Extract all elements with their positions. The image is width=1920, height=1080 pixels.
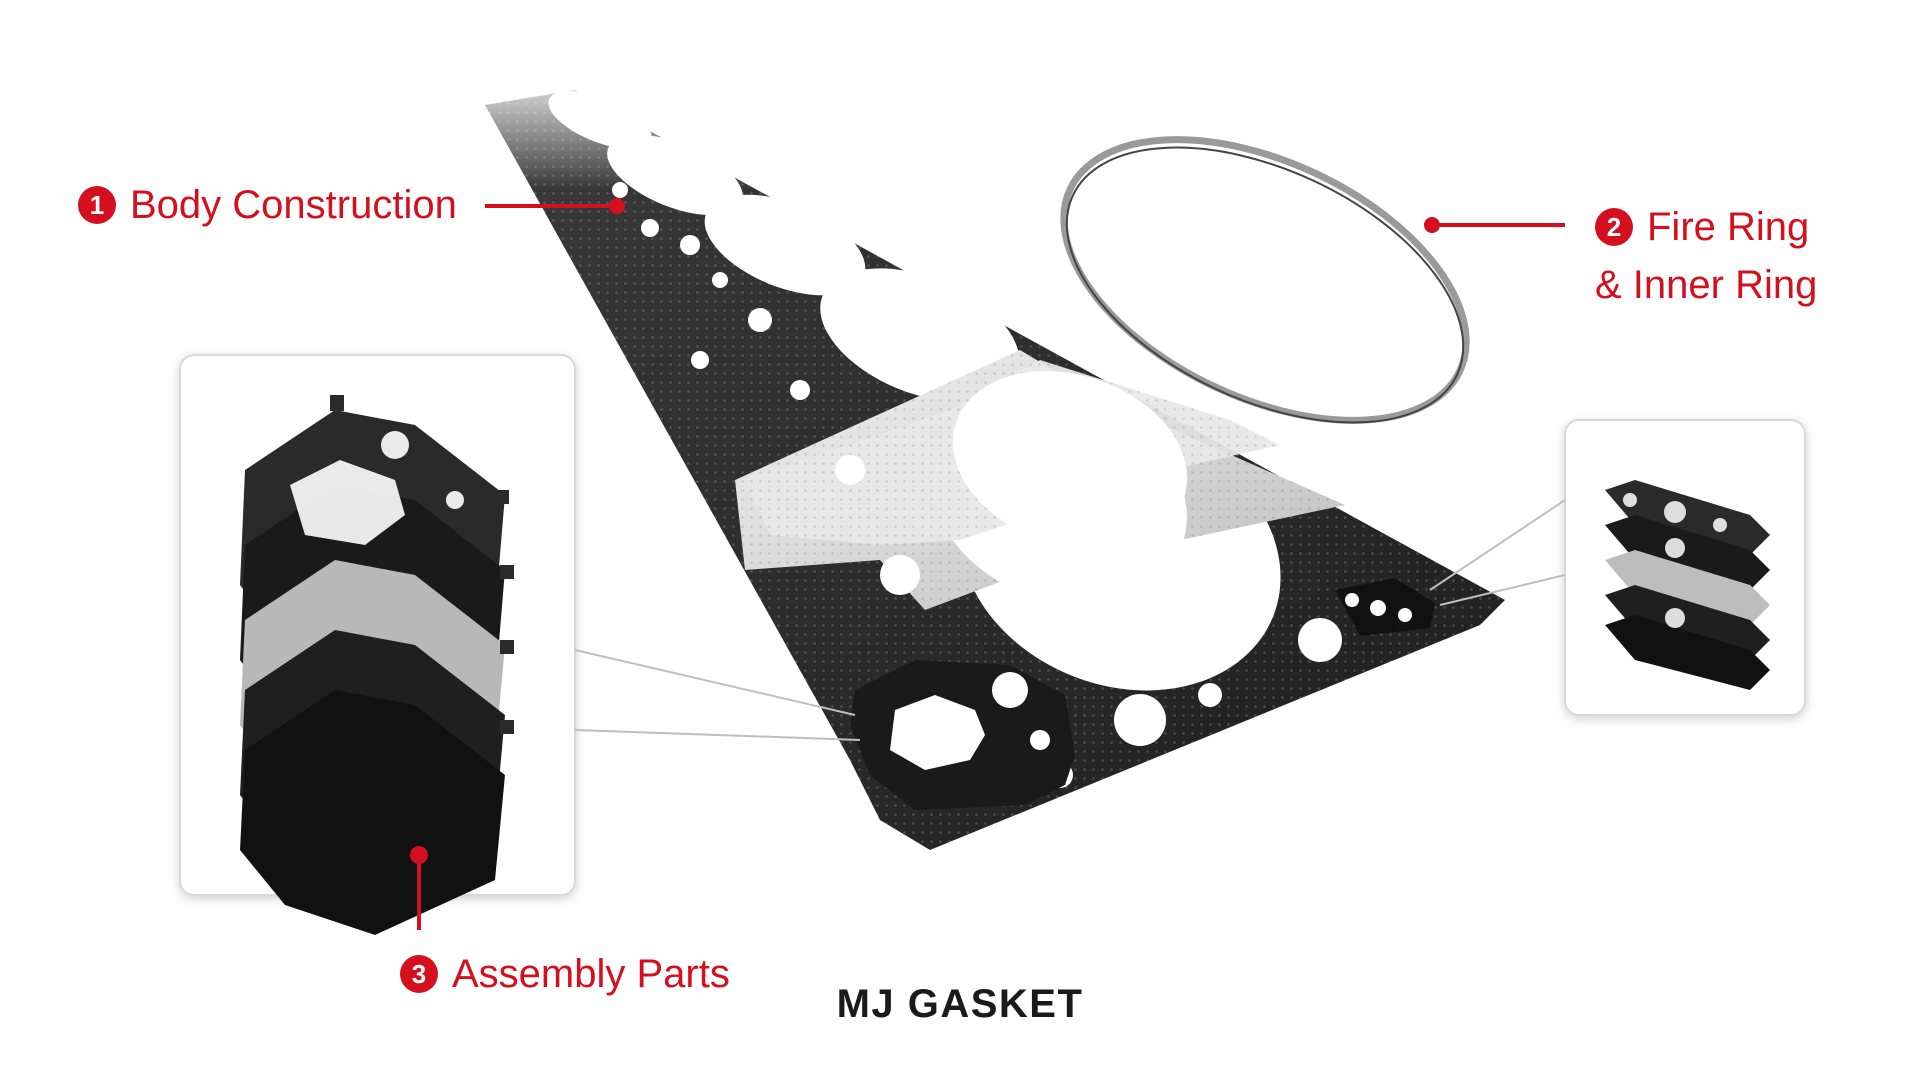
inner-layer-upper [745, 360, 1280, 549]
fire-ring-illustration [1060, 136, 1470, 424]
callout-number-3: 3 [400, 955, 438, 993]
callout-label-assembly-parts: Assembly Parts [452, 952, 730, 996]
diagram-title: MJ GASKET [836, 982, 1084, 1026]
callout-label-fire-ring-line1: Fire Ring [1647, 205, 1810, 249]
head-gasket-illustration [460, 60, 1505, 850]
small-part-stack [1605, 480, 1770, 690]
callout-number-1: 1 [78, 186, 116, 224]
callout-assembly-parts: 3 Assembly Parts [400, 945, 730, 1003]
callout-number-2: 2 [1595, 208, 1633, 246]
callout-fire-ring: 2 Fire Ring & Inner Ring [1595, 198, 1817, 314]
leader-dot-fire-ring [1424, 217, 1440, 233]
zoom-connector-left [574, 649, 856, 716]
zoom-connector-left-2 [574, 729, 861, 741]
zoom-connector-right-2 [1439, 574, 1566, 606]
zoom-connector-right [1429, 499, 1566, 591]
leader-dot-body-construction [609, 198, 625, 214]
callout-body-construction: 1 Body Construction [78, 176, 457, 234]
leader-dot-assembly-parts [410, 846, 428, 864]
callout-label-fire-ring-line2: & Inner Ring [1595, 263, 1818, 307]
assembly-parts-zoom-box [179, 354, 576, 935]
assembly-parts-stack [240, 395, 514, 935]
callout-label-body-construction: Body Construction [130, 183, 457, 227]
small-part-zoom-box [1564, 419, 1806, 716]
leader-lines [410, 198, 1565, 930]
assembly-part-on-gasket [850, 660, 1075, 810]
